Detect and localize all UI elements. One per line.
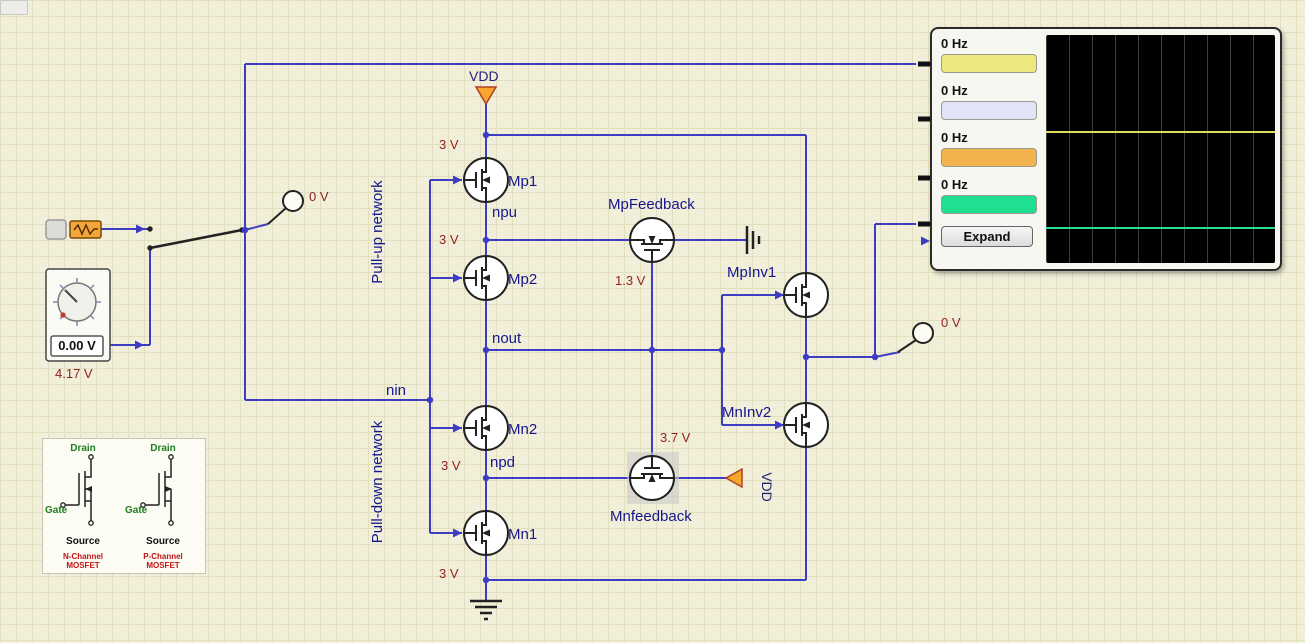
transistor-mpinv1[interactable] <box>783 272 829 318</box>
oscilloscope-panel: 0 Hz 0 Hz 0 Hz 0 Hz Expand <box>930 27 1282 271</box>
vdd-supply-top[interactable] <box>474 86 498 106</box>
node-label-nin: nin <box>386 382 406 399</box>
scope-channel-3: 0 Hz <box>941 130 1041 167</box>
transistor-mn2[interactable] <box>463 405 509 451</box>
ground-symbol-bottom[interactable] <box>470 599 502 621</box>
transistor-mn1[interactable] <box>463 510 509 556</box>
legend-nmos-drain-label: Drain <box>70 443 96 454</box>
scope-channel-list: 0 Hz 0 Hz 0 Hz 0 Hz Expand <box>941 36 1041 247</box>
scope-input-terminals[interactable] <box>918 61 931 227</box>
label-mninv2: MnInv2 <box>722 404 771 421</box>
potentiometer[interactable] <box>45 268 111 362</box>
annotation-pull-down: Pull-down network <box>369 420 386 543</box>
label-mn1: Mn1 <box>508 526 537 543</box>
transistor-mnfeedback[interactable] <box>629 455 675 501</box>
ground-symbol-feedback[interactable] <box>745 226 761 254</box>
wires[interactable] <box>101 63 916 600</box>
scope-trace-green <box>1046 226 1275 229</box>
node-label-npu: npu <box>492 204 517 221</box>
label-mpinv1: MpInv1 <box>727 264 776 281</box>
gate-voltage-mp1: 3 V <box>439 137 459 152</box>
gate-voltage-mn2: 3 V <box>441 458 461 473</box>
label-mnfeedback: Mnfeedback <box>610 508 692 525</box>
gate-arrow-icons <box>135 175 784 538</box>
pot-display-value: 0.00 V <box>58 338 96 353</box>
legend-pmos: Drain Gate Source P-Channel MOSFET <box>123 439 203 573</box>
transistor-mninv2[interactable] <box>783 402 829 448</box>
input-probe-readout: 0 V <box>309 189 329 204</box>
signal-source[interactable] <box>69 220 102 239</box>
legend-nmos-gate-label: Gate <box>45 505 68 516</box>
scope-channel-3-frequency: 0 Hz <box>941 130 968 145</box>
legend-nmos: Drain Gate Source N-Channel MOSFET <box>43 439 123 573</box>
vdd-supply-feedback[interactable] <box>724 467 743 489</box>
voltage-feedback-upper: 1.3 V <box>615 273 646 288</box>
scope-channel-4: 0 Hz <box>941 177 1041 214</box>
label-mp2: Mp2 <box>508 271 537 288</box>
wire-junctions <box>241 131 879 584</box>
node-label-nout: nout <box>492 330 522 347</box>
legend-pmos-gate-label: Gate <box>125 505 148 516</box>
node-label-npd: npd <box>490 454 515 471</box>
scope-channel-4-frequency: 0 Hz <box>941 177 968 192</box>
scope-channel-1-frequency: 0 Hz <box>941 36 968 51</box>
scope-channel-3-color-bar[interactable] <box>941 148 1037 167</box>
scope-screen[interactable] <box>1046 35 1275 263</box>
output-probe[interactable] <box>897 322 934 353</box>
legend-nmos-source-label: Source <box>66 536 100 547</box>
annotation-pull-up: Pull-up network <box>369 180 386 284</box>
input-probe[interactable] <box>267 190 304 225</box>
voltage-feedback-lower: 3.7 V <box>660 430 691 445</box>
scope-channel-4-color-bar[interactable] <box>941 195 1037 214</box>
transistor-mpfeedback[interactable] <box>629 217 675 263</box>
pot-voltage-readout: 4.17 V <box>55 366 93 381</box>
scope-channel-2-frequency: 0 Hz <box>941 83 968 98</box>
label-mn2: Mn2 <box>508 421 537 438</box>
scope-channel-2: 0 Hz <box>941 83 1041 120</box>
scope-channel-1-color-bar[interactable] <box>941 54 1037 73</box>
label-mpfeedback: MpFeedback <box>608 196 695 213</box>
legend-pmos-source-label: Source <box>146 536 180 547</box>
scope-input-arrow-icon <box>921 236 930 246</box>
scope-channel-2-color-bar[interactable] <box>941 101 1037 120</box>
transistor-mp2[interactable] <box>463 255 509 301</box>
vdd-feedback-label: VDD <box>759 472 775 502</box>
spdt-switch[interactable] <box>147 226 245 251</box>
transistor-mp1[interactable] <box>463 157 509 203</box>
vdd-top-label: VDD <box>469 68 499 84</box>
label-mp1: Mp1 <box>508 173 537 190</box>
output-probe-readout: 0 V <box>941 315 961 330</box>
canvas-corner-chip <box>0 0 28 15</box>
mosfet-legend: Drain Gate Source N-Channel MOSFET Drain <box>42 438 206 574</box>
legend-pmos-drain-label: Drain <box>150 443 176 454</box>
legend-pmos-name: P-Channel MOSFET <box>143 551 183 570</box>
scope-expand-button[interactable]: Expand <box>941 226 1033 247</box>
scope-channel-1: 0 Hz <box>941 36 1041 73</box>
scope-trace-yellow <box>1046 130 1275 133</box>
logic-input-chip[interactable] <box>45 219 67 240</box>
nmos-symbol <box>60 454 94 526</box>
pmos-symbol <box>140 454 174 526</box>
gate-voltage-mp2: 3 V <box>439 232 459 247</box>
gate-voltage-mn1: 3 V <box>439 566 459 581</box>
legend-nmos-name: N-Channel MOSFET <box>63 551 103 570</box>
